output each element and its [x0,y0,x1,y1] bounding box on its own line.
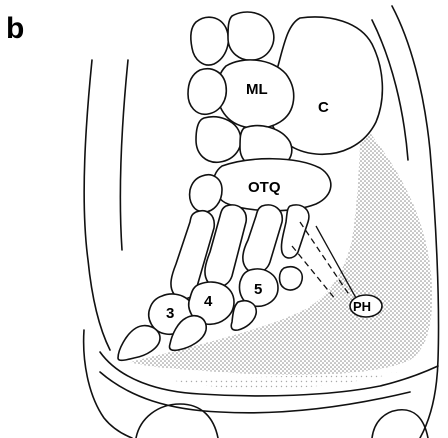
label-toe-5: 5 [254,281,262,298]
toe-5-metatarsal [243,205,282,273]
tarsal-bone-top-left [191,17,229,65]
toe-3-distal [118,326,160,361]
label-ph: PH [353,299,371,314]
tarsal-bone-top-mid [228,12,274,60]
label-ml: ML [246,81,268,98]
label-c: C [318,99,329,116]
tarsal-bone-left-2 [196,117,241,162]
label-toe-3: 3 [166,305,174,322]
label-otq: OTQ [248,179,281,196]
label-toe-4: 4 [204,293,213,310]
ph-dashed-line [300,222,350,296]
proximal-bone-left [190,175,222,212]
toe-5-distal [231,301,256,330]
foot-outline-left-inner [120,60,128,250]
lateral-small-bone [280,267,303,290]
panel-letter: b [6,12,24,45]
toe-bump-right [372,410,428,438]
toe-bump-left [136,404,218,438]
foot-outline-left [84,60,110,350]
tarsal-bone-left-1 [188,69,226,114]
